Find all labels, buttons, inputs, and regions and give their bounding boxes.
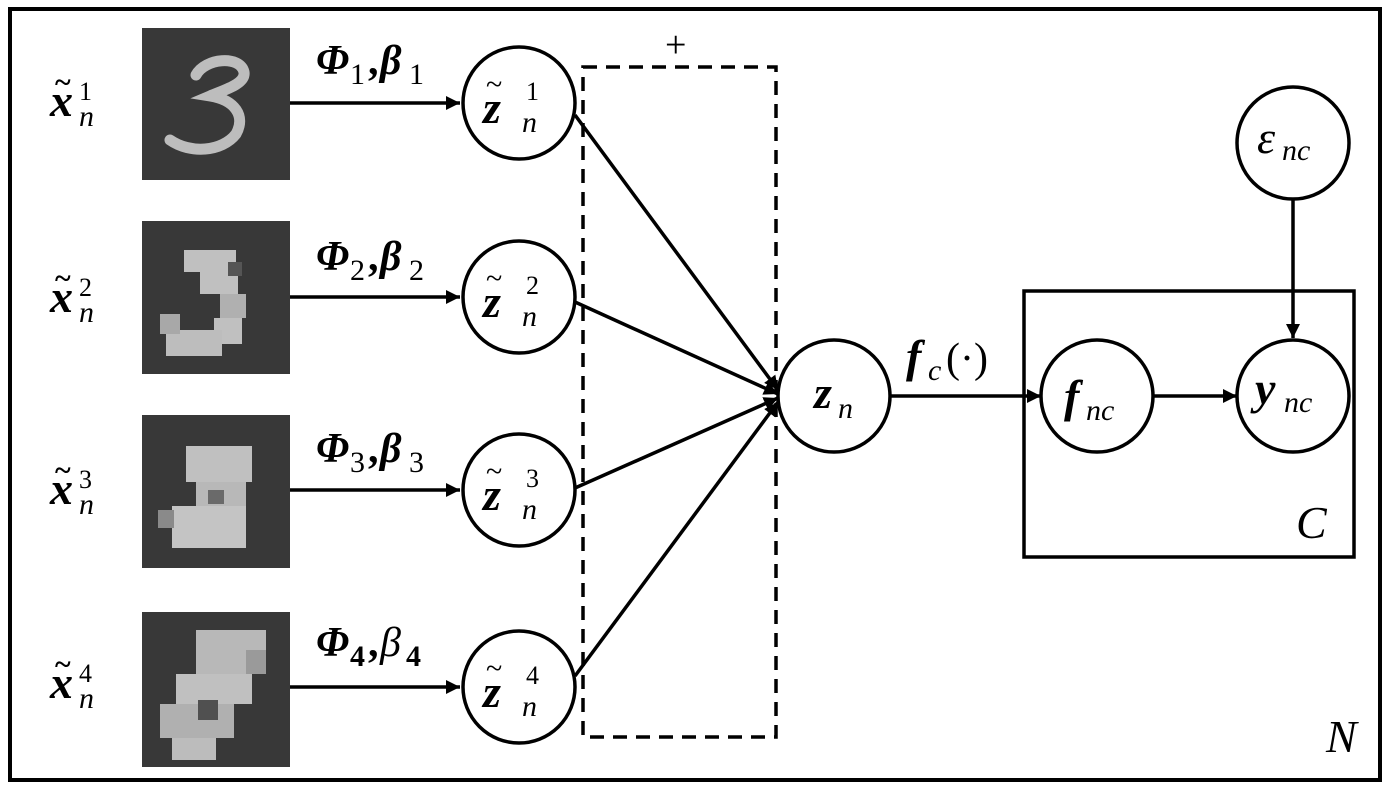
svg-text:2: 2 (350, 254, 365, 287)
svg-text:nc: nc (1282, 134, 1310, 167)
svg-text:n: n (522, 300, 537, 333)
svg-text:1: 1 (79, 77, 92, 106)
svg-text:~: ~ (55, 454, 71, 487)
svg-text:β: β (378, 234, 402, 280)
node-ync: y nc (1235, 338, 1351, 454)
svg-text:z: z (481, 666, 501, 717)
digit-image-2 (142, 221, 290, 374)
edge-label-fc: f c (·) (906, 331, 988, 387)
svg-text:f: f (1064, 371, 1084, 422)
svg-text:Φ: Φ (316, 38, 349, 84)
svg-text:z: z (481, 469, 501, 520)
plate-n-label: N (1325, 711, 1359, 762)
svg-text:,: , (368, 234, 379, 280)
digit-image-4 (142, 612, 290, 767)
svg-text:n: n (79, 488, 94, 521)
svg-text:z: z (812, 367, 832, 418)
svg-text:n: n (838, 392, 853, 425)
svg-text:β: β (379, 620, 401, 666)
node-fnc: f nc (1039, 338, 1155, 454)
node-zn: z n (776, 338, 892, 454)
svg-text:3: 3 (79, 465, 92, 494)
svg-text:4: 4 (526, 661, 539, 690)
row-3: x ~ 3 n Φ 3 , β 3 z ~ 3 n (49, 396, 779, 568)
svg-text:(·): (·) (946, 336, 988, 382)
svg-text:4: 4 (79, 659, 92, 688)
svg-text:x: x (49, 271, 73, 322)
svg-text:3: 3 (526, 464, 539, 493)
plate-n (8, 7, 1382, 782)
svg-text:z: z (481, 276, 501, 327)
svg-text:n: n (79, 296, 94, 329)
svg-text:~: ~ (55, 262, 71, 295)
x-label-2: x ~ 2 n (49, 262, 94, 329)
svg-text:n: n (79, 682, 94, 715)
node-z-tilde-3: z ~ 3 n (461, 432, 577, 548)
edge-label-4: Φ 4 , β 4 (316, 620, 421, 673)
edge-z4-zn (573, 400, 780, 678)
digit-image-1 (142, 28, 290, 180)
svg-text:n: n (79, 100, 94, 133)
row-1: x ~ 1 n Φ 1 , β 1 z ~ 1 n (49, 28, 780, 392)
svg-text:1: 1 (409, 58, 424, 91)
svg-text:4: 4 (406, 640, 421, 673)
svg-text:x: x (49, 657, 73, 708)
svg-text:n: n (522, 106, 537, 139)
edge-label-3: Φ 3 , β 3 (316, 426, 424, 479)
svg-text:Φ: Φ (316, 426, 349, 472)
svg-text:β: β (378, 38, 402, 84)
svg-text:~: ~ (486, 455, 502, 488)
svg-text:1: 1 (526, 77, 539, 106)
edge-z2-zn (574, 300, 779, 396)
svg-text:β: β (378, 426, 402, 472)
row-2: x ~ 2 n Φ 2 , β 2 z ~ 2 n (49, 221, 779, 396)
edge-z1-zn (573, 113, 780, 392)
svg-text:~: ~ (55, 66, 71, 99)
svg-text:x: x (49, 75, 73, 126)
edge-label-1: Φ 1 , β 1 (316, 38, 424, 91)
x-label-3: x ~ 3 n (49, 454, 94, 521)
node-epsilon: ε nc (1235, 85, 1351, 201)
svg-text:,: , (368, 426, 379, 472)
svg-text:,: , (368, 620, 379, 666)
svg-text:2: 2 (79, 273, 92, 302)
svg-text:nc: nc (1086, 394, 1114, 427)
svg-text:~: ~ (486, 68, 502, 101)
svg-text:Φ: Φ (316, 620, 349, 666)
svg-text:3: 3 (350, 446, 365, 479)
sum-box (581, 65, 778, 739)
svg-text:1: 1 (350, 58, 365, 91)
edge-z3-zn (574, 396, 779, 490)
row-4: x ~ 4 n Φ 4 , β 4 z ~ 4 n (49, 400, 780, 767)
svg-text:,: , (368, 38, 379, 84)
plate-c (1022, 289, 1356, 559)
x-label-4: x ~ 4 n (49, 648, 94, 715)
svg-text:ε: ε (1257, 112, 1276, 163)
svg-text:f: f (906, 331, 926, 382)
svg-text:z: z (481, 82, 501, 133)
svg-text:2: 2 (526, 271, 539, 300)
svg-text:~: ~ (486, 262, 502, 295)
svg-text:4: 4 (350, 640, 365, 673)
svg-text:Φ: Φ (316, 234, 349, 280)
node-z-tilde-2: z ~ 2 n (461, 239, 577, 355)
plate-c-label: C (1296, 497, 1328, 548)
svg-text:3: 3 (409, 446, 424, 479)
sum-label: + (665, 24, 686, 66)
x-label-1: x ~ 1 n (49, 66, 94, 133)
svg-text:y: y (1250, 363, 1276, 414)
svg-text:n: n (522, 690, 537, 723)
svg-text:~: ~ (486, 652, 502, 685)
svg-text:~: ~ (55, 648, 71, 681)
node-z-tilde-4: z ~ 4 n (461, 629, 577, 745)
node-z-tilde-1: z ~ 1 n (461, 45, 577, 161)
svg-text:2: 2 (409, 254, 424, 287)
svg-text:n: n (522, 493, 537, 526)
svg-text:c: c (928, 354, 941, 387)
edge-label-2: Φ 2 , β 2 (316, 234, 424, 287)
digit-image-3 (142, 415, 290, 568)
svg-text:x: x (49, 463, 73, 514)
svg-text:nc: nc (1284, 386, 1312, 419)
